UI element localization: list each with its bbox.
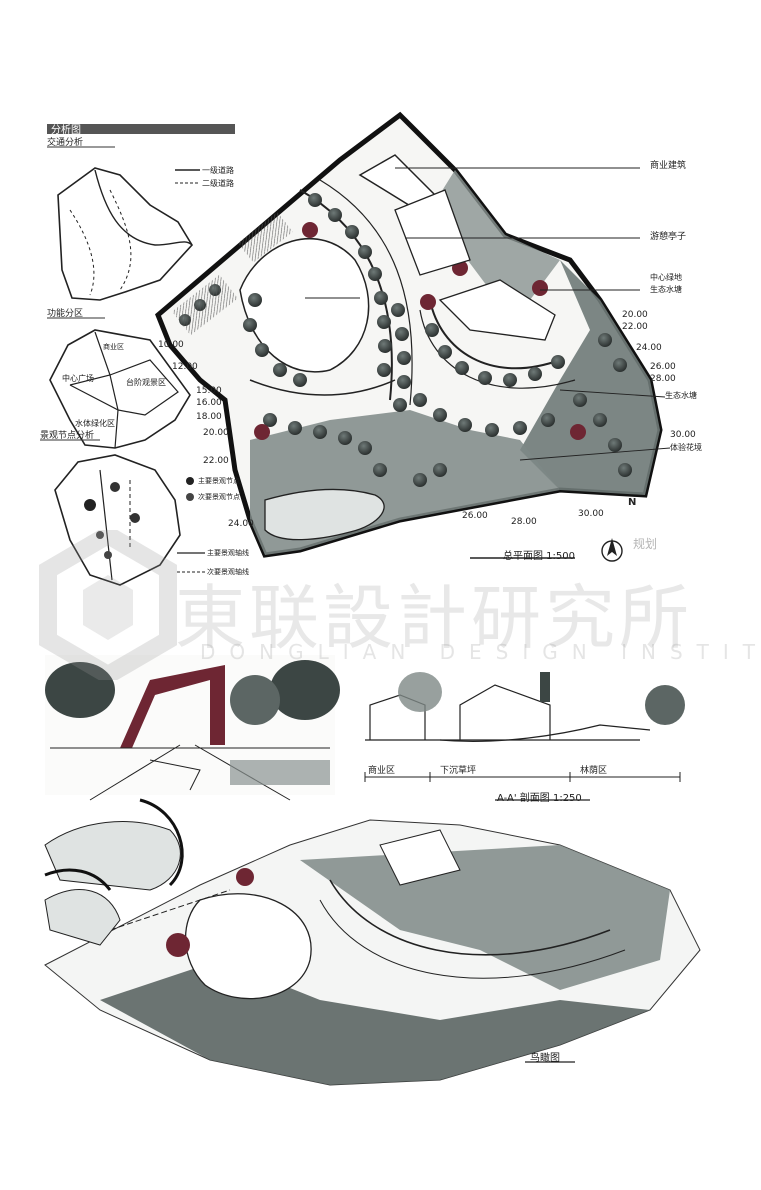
elev-left-2: 12.00	[172, 362, 198, 372]
traffic-legend-primary: 一级道路	[202, 166, 234, 175]
traffic-legend-secondary: 二级道路	[202, 179, 234, 188]
elev-right-2: 22.00	[622, 322, 648, 332]
zone-water-green: 水体绿化区	[75, 419, 115, 428]
plan-caption: 总平面图 1:500	[503, 551, 575, 562]
landscape-legend-major-node: 主要景观节点	[198, 477, 240, 485]
zone-commercial: 商业区	[103, 343, 124, 351]
traffic-analysis-map	[47, 146, 200, 301]
callout-eco-pond-2: 生态水塘	[665, 391, 697, 400]
header-tab-label: 分析图	[51, 125, 81, 136]
elev-bottom-2: 28.00	[511, 517, 537, 527]
elev-left-3: 15.00	[196, 386, 222, 396]
landscape-legend-minor-node: 次要景观节点	[198, 493, 240, 501]
elev-bottom-3: 30.00	[578, 509, 604, 519]
callout-pavilion: 游憩亭子	[650, 232, 687, 242]
zone-terrace-view: 台阶观景区	[126, 378, 166, 387]
landscape-node-map	[40, 439, 205, 586]
watermark-chinese: 東联設計研究所	[175, 577, 693, 659]
section-caption: A-A' 剖面图 1:250	[497, 793, 582, 804]
landscape-legend-major-axis: 主要景观轴线	[207, 549, 249, 557]
aerial-view	[44, 798, 701, 1086]
master-plan	[155, 111, 671, 558]
elev-right-3: 24.00	[636, 343, 662, 353]
elev-left-1: 10.00	[158, 340, 184, 350]
elev-left-4: 16.00	[196, 398, 222, 408]
function-zoning-map	[47, 317, 191, 449]
section-zone-commercial: 商业区	[368, 766, 396, 776]
elev-left-7: 22.00	[203, 456, 229, 466]
landscape-title: 景观节点分析	[40, 431, 95, 441]
elev-left-6: 20.00	[203, 428, 229, 438]
callout-flower-border: 体验花境	[670, 443, 702, 452]
elev-left-5: 18.00	[196, 412, 222, 422]
section-aa	[364, 672, 685, 801]
elev-right-6: 30.00	[670, 430, 696, 440]
function-title: 功能分区	[47, 309, 84, 319]
section-zone-shade: 林荫区	[580, 766, 608, 776]
elev-right-5: 28.00	[650, 374, 676, 384]
traffic-title: 交通分析	[47, 138, 84, 148]
callout-commercial-building: 商业建筑	[650, 161, 687, 171]
section-zone-sunken-lawn: 下沉草坪	[440, 766, 477, 776]
north-arrow	[601, 538, 623, 562]
elev-right-1: 20.00	[622, 310, 648, 320]
entrance-perspective	[45, 655, 340, 801]
watermark-english: DONGLIAN DESIGN INSTITUTE	[200, 640, 761, 664]
watermark-logo	[39, 530, 177, 680]
elev-left-8: 24.00	[228, 519, 254, 529]
north-label: N	[628, 497, 637, 508]
zone-center-plaza: 中心广场	[62, 374, 94, 383]
elev-right-4: 26.00	[650, 362, 676, 372]
landscape-legend-minor-axis: 次要景观轴线	[207, 568, 249, 576]
elev-bottom-1: 26.00	[462, 511, 488, 521]
aerial-caption: 鸟瞰图	[530, 1053, 560, 1064]
header-tab: 分析图	[47, 124, 235, 136]
callout-central-green: 中心绿地	[650, 273, 682, 282]
watermark-extra: 规划	[633, 537, 658, 551]
callout-eco-pond-1: 生态水塘	[650, 285, 682, 294]
